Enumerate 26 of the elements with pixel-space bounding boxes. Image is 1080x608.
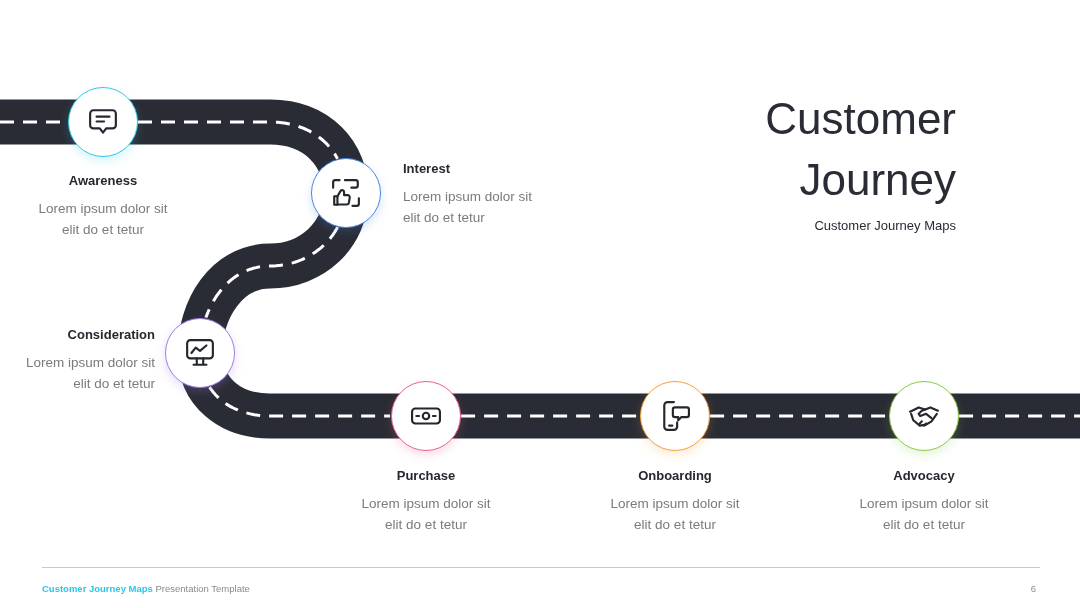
lane-marking (204, 226, 339, 320)
stage-heading: Consideration (67, 327, 155, 343)
stage-description: Lorem ipsum dolor sit elit do et tetur (360, 495, 492, 534)
stage-circle (889, 381, 959, 451)
stage-circle (68, 87, 138, 157)
stage-heading: Interest (403, 161, 450, 177)
stage-heading: Onboarding (638, 468, 712, 484)
slide-title: Customer Journey (764, 93, 956, 206)
lane-marking (138, 120, 339, 160)
stage-circle (640, 381, 710, 451)
subtitle: Customer Journey Maps (814, 217, 956, 234)
lane-marking (959, 414, 1080, 418)
footer-text: Customer Journey Maps Presentation Template (42, 583, 250, 595)
stage-description: Lorem ipsum dolor sit elit do et tetur (24, 354, 155, 393)
stage-heading: Purchase (396, 468, 456, 484)
stage-circle (391, 381, 461, 451)
stage-circle (311, 158, 381, 228)
stage-description: Lorem ipsum dolor sit elit do et tetur (37, 200, 169, 239)
page-number: 6 (1030, 583, 1036, 595)
lane-marking (208, 386, 392, 418)
stage-circle (165, 318, 235, 388)
stage-heading: Advocacy (893, 468, 955, 484)
stage-description: Lorem ipsum dolor sit elit do et tetur (858, 495, 990, 534)
stage-heading: Awareness (68, 173, 138, 189)
stage-description: Lorem ipsum dolor sit elit do et tetur (403, 188, 534, 227)
stage-description: Lorem ipsum dolor sit elit do et tetur (609, 495, 741, 534)
